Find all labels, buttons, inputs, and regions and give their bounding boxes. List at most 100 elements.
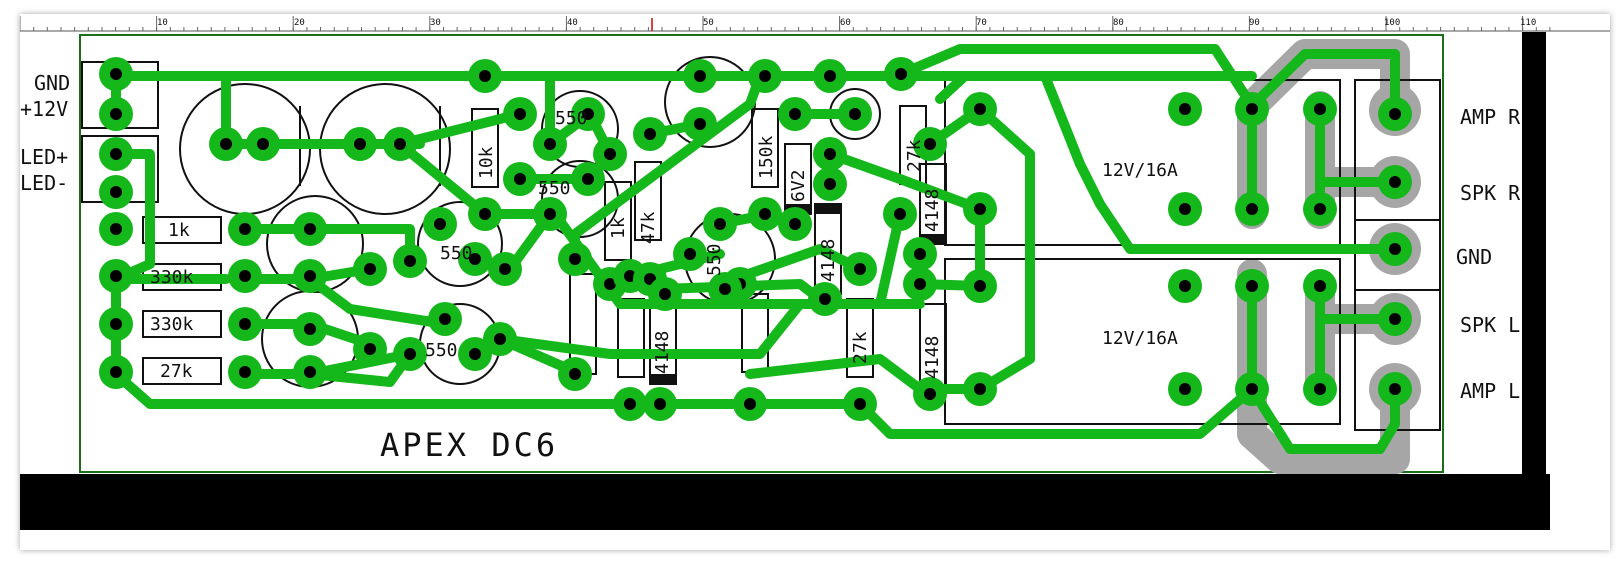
transistor-label: 550	[555, 108, 588, 129]
drill-hole	[110, 148, 122, 160]
drill-hole	[404, 255, 416, 267]
drill-hole	[1246, 103, 1258, 115]
drill-hole	[514, 173, 526, 185]
drill-hole	[854, 263, 866, 275]
ruler-tick-label: 20	[294, 18, 305, 28]
drill-hole	[1179, 103, 1191, 115]
diode-label: 4148	[922, 336, 943, 379]
ruler-tick-label: 90	[1249, 18, 1260, 28]
transistor-label: 550	[704, 243, 725, 276]
drill-hole	[659, 288, 671, 300]
diode-label: 4148	[652, 331, 673, 374]
drill-hole	[1389, 383, 1401, 395]
drill-hole	[569, 253, 581, 265]
relay-top-label: 12V/16A	[1102, 160, 1178, 181]
drill-hole	[789, 108, 801, 120]
drill-hole	[499, 263, 511, 275]
drill-hole	[569, 368, 581, 380]
drill-hole	[394, 138, 406, 150]
drill-hole	[582, 108, 594, 120]
drill-hole	[714, 218, 726, 230]
resistor-label: 1k	[608, 217, 629, 239]
drill-hole	[894, 208, 906, 220]
drill-hole	[744, 398, 756, 410]
drill-hole	[110, 68, 122, 80]
drill-hole	[974, 203, 986, 215]
pcb-board-canvas[interactable]: 10 20 30 40 50 60 70 80 90 100 110	[20, 14, 1610, 550]
drill-hole	[914, 278, 926, 290]
drill-hole	[684, 248, 696, 260]
drill-hole	[239, 223, 251, 235]
drill-hole	[239, 318, 251, 330]
transistor-label: 550	[425, 340, 458, 361]
drill-hole	[110, 186, 122, 198]
drill-hole	[110, 223, 122, 235]
drill-hole	[494, 333, 506, 345]
drill-hole	[824, 70, 836, 82]
drill-hole	[1314, 103, 1326, 115]
drill-hole	[1314, 203, 1326, 215]
drill-hole	[759, 70, 771, 82]
drill-hole	[694, 118, 706, 130]
diode-label: 4148	[818, 239, 839, 282]
transistor-label: 550	[538, 178, 571, 199]
transistor-label: 550	[440, 243, 473, 264]
drill-hole	[1389, 243, 1401, 255]
resistor-label: 27k	[904, 139, 925, 172]
pad-layer	[99, 57, 1412, 421]
drill-hole	[239, 366, 251, 378]
resistor-label: 27k	[160, 361, 193, 382]
drill-hole	[624, 398, 636, 410]
drill-hole	[110, 108, 122, 120]
label-amp-r: AMP R	[1460, 105, 1521, 129]
drill-hole	[719, 283, 731, 295]
drill-hole	[239, 270, 251, 282]
relay-bottom-label: 12V/16A	[1102, 328, 1178, 349]
ruler-tick-label: 40	[567, 18, 578, 28]
drill-hole	[895, 68, 907, 80]
drill-hole	[1389, 108, 1401, 120]
drill-hole	[220, 138, 232, 150]
drill-hole	[304, 323, 316, 335]
drill-hole	[974, 280, 986, 292]
diode-label: 4148	[922, 189, 943, 232]
footer-dark-area	[20, 474, 1550, 530]
drill-hole	[604, 278, 616, 290]
drill-hole	[469, 348, 481, 360]
label-spk-r: SPK R	[1460, 181, 1521, 205]
drill-hole	[479, 208, 491, 220]
drill-hole	[304, 270, 316, 282]
drill-hole	[644, 128, 656, 140]
top-ruler: 10 20 30 40 50 60 70 80 90 100 110	[20, 14, 1610, 32]
diode-label: 6V2	[788, 169, 809, 202]
label-gnd: GND	[34, 71, 70, 95]
ruler-tick-label: 110	[1520, 18, 1536, 28]
drill-hole	[434, 218, 446, 230]
left-connector-labels: GND +12V LED+ LED-	[20, 71, 70, 195]
drill-hole	[544, 208, 556, 220]
resistor-label: 330k	[150, 314, 194, 335]
drill-hole	[654, 398, 666, 410]
drill-hole	[1389, 176, 1401, 188]
ruler-tick-label: 100	[1384, 18, 1400, 28]
resistor-label: 1k	[168, 220, 190, 241]
drill-hole	[604, 148, 616, 160]
drill-hole	[469, 253, 481, 265]
component-silkscreen	[81, 56, 1441, 431]
drill-hole	[854, 398, 866, 410]
drill-hole	[439, 313, 451, 325]
drill-hole	[924, 388, 936, 400]
ruler-tick-label: 70	[976, 18, 987, 28]
drill-hole	[544, 138, 556, 150]
drill-hole	[354, 138, 366, 150]
drill-hole	[824, 178, 836, 190]
drill-hole	[404, 348, 416, 360]
label-led-plus: LED+	[20, 145, 68, 169]
drill-hole	[1179, 280, 1191, 292]
pcb-layout-window: 10 20 30 40 50 60 70 80 90 100 110	[20, 14, 1610, 550]
drill-hole	[479, 70, 491, 82]
label-spk-l: SPK L	[1460, 313, 1520, 337]
drill-hole	[1314, 383, 1326, 395]
drill-hole	[582, 173, 594, 185]
drill-hole	[110, 366, 122, 378]
